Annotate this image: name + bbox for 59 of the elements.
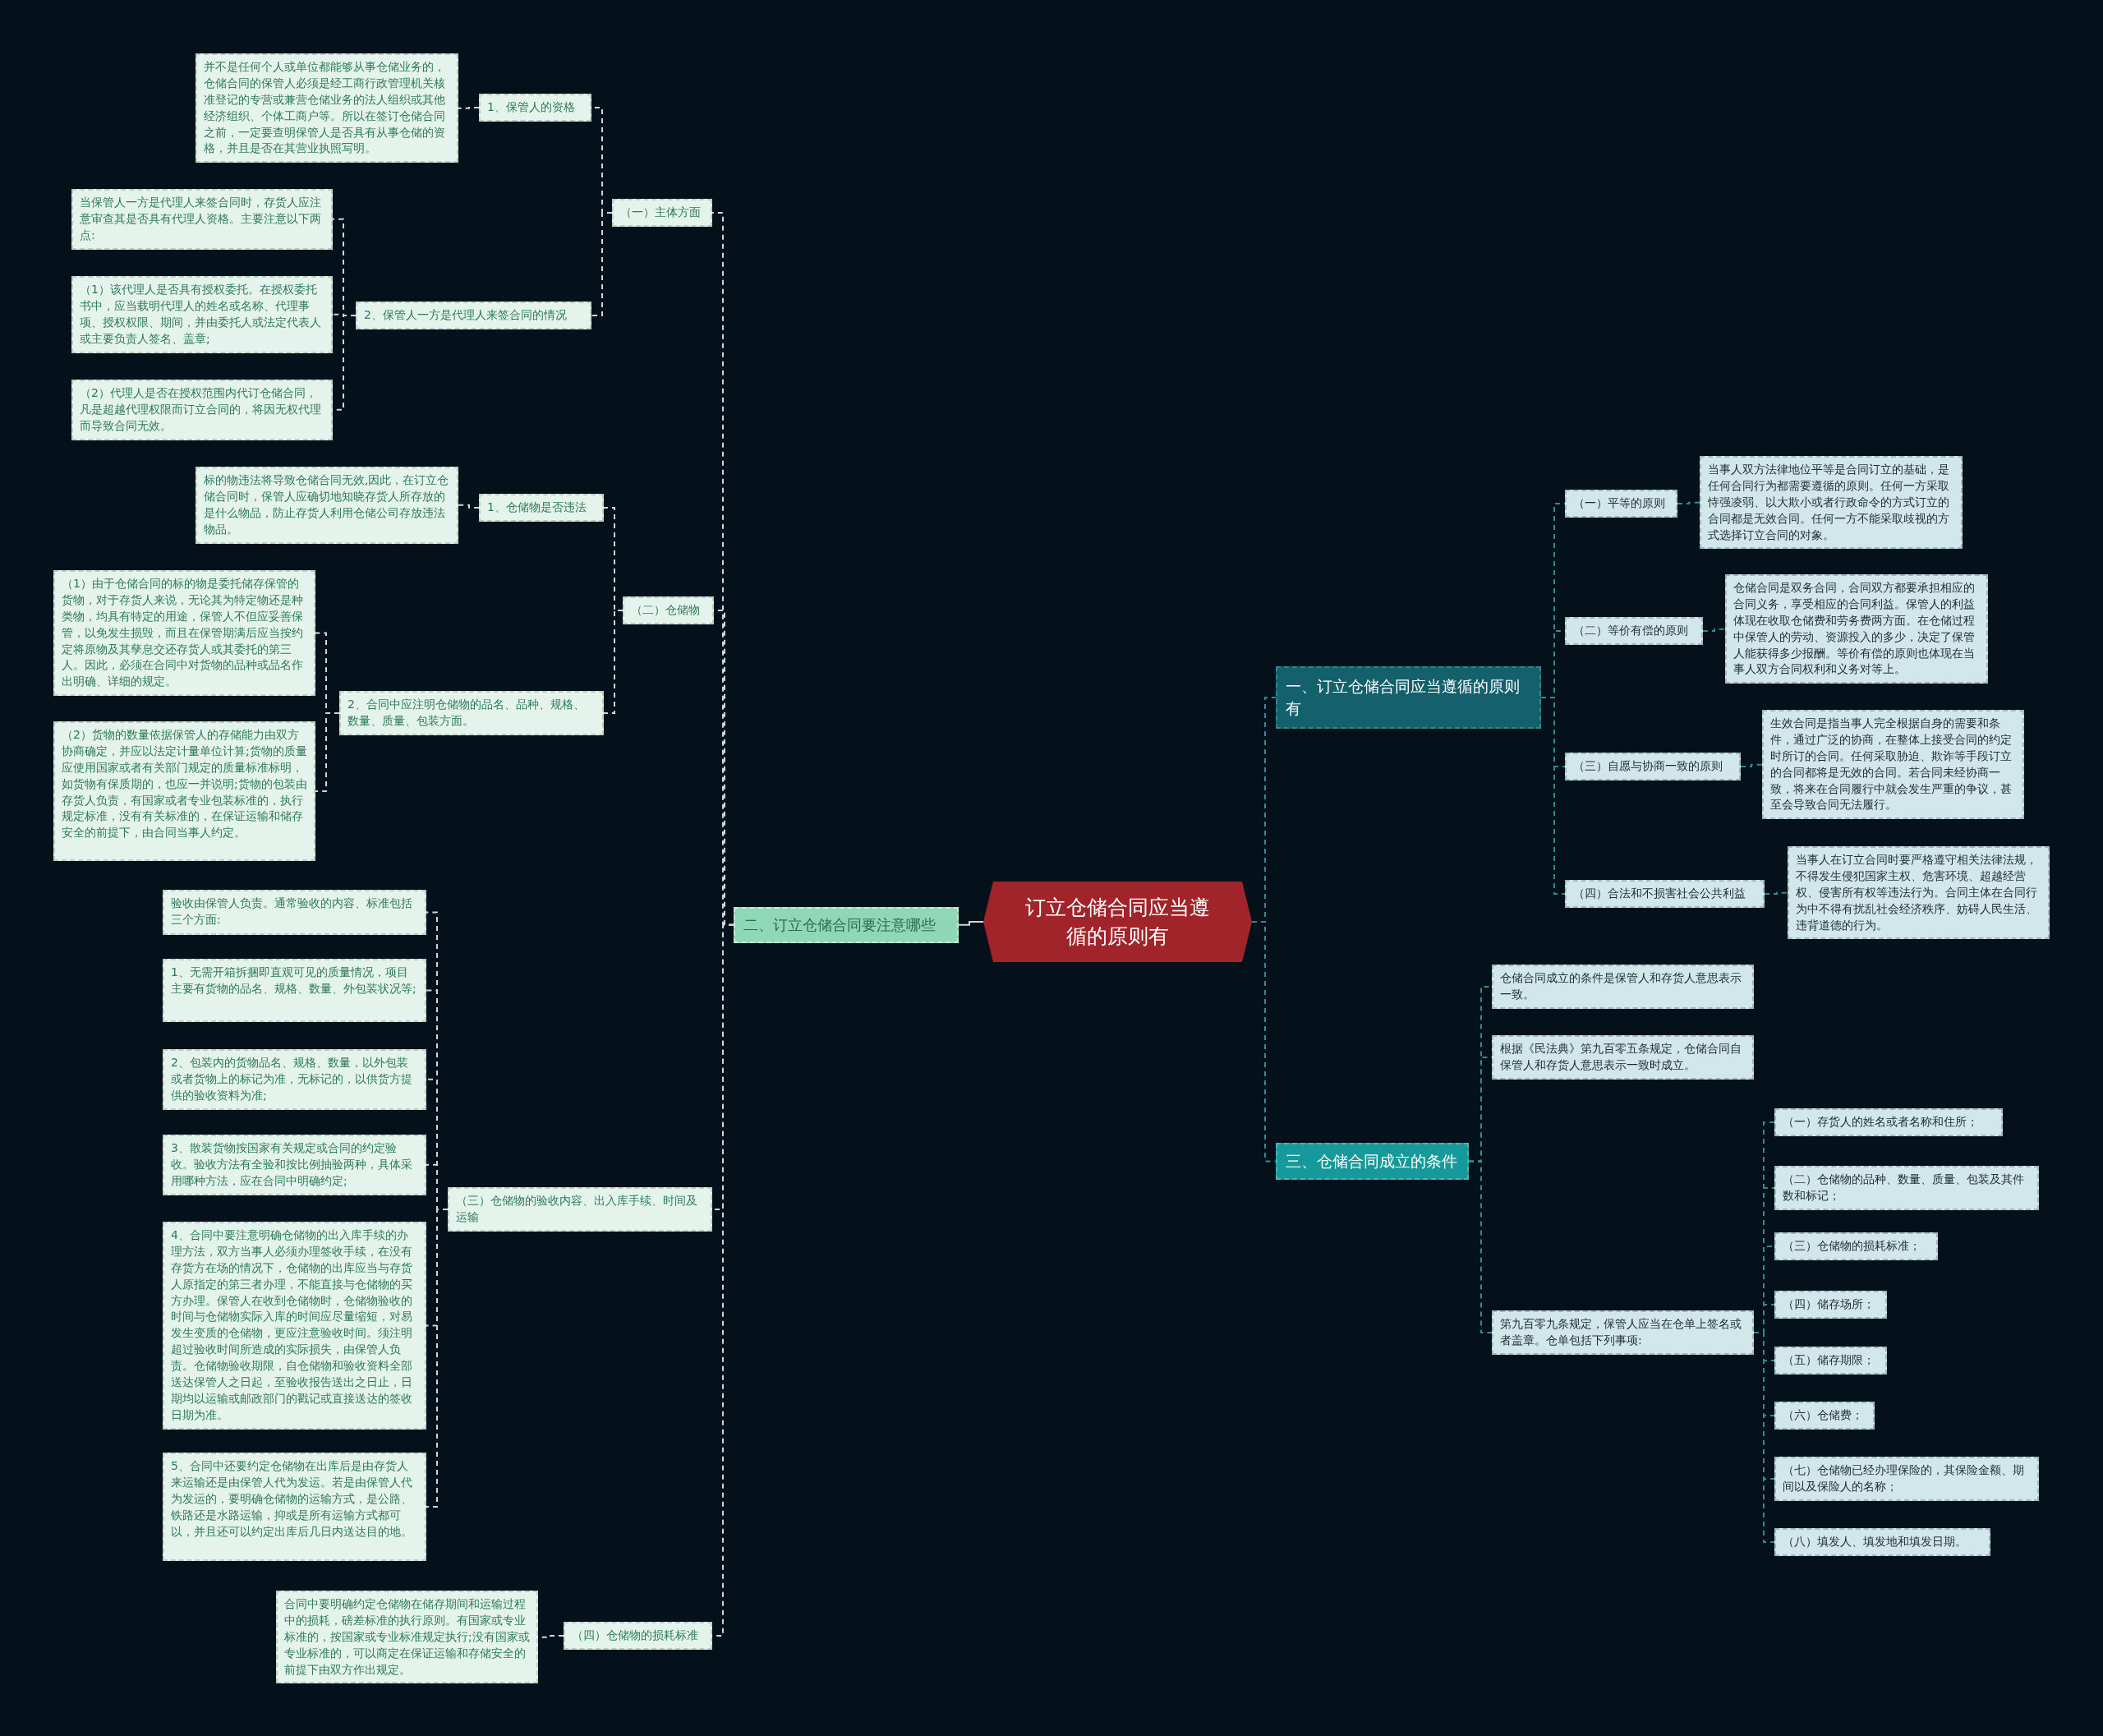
topic-box: （三）仓储物的损耗标准； <box>1774 1232 1938 1260</box>
topic-box: （1）由于仓储合同的标的物是委托储存保管的货物，对于存货人来说，无论其为特定物还是种类物，均具有特定的用途，保管人不但应妥善保管，以免发生损毁，而且在保管期满后应当按约定将原物及其孳息交还存货人或其委托的第三人。因此，必须在合同中对货物的品种或品名作出明确、详细的规定。 <box>53 570 315 697</box>
topic-box: （四）合法和不损害社会公共利益 <box>1565 880 1765 908</box>
connector-line <box>315 711 340 792</box>
topic-box: 仓储合同成立的条件是保管人和存货人意思表示一致。 <box>1492 965 1754 1009</box>
topic-box: 合同中要明确约定仓储物在储存期间和运输过程中的损耗，磅差标准的执行原则。有国家或专业标准的，按国家或专业标准规定执行;没有国家或专业标准的，可以商定在保证运输和存储安全的前提下由双方作出规定。 <box>276 1591 538 1684</box>
topic-box: 当事人双方法律地位平等是合同订立的基础，是任何合同行为都需要遵循的原则。任何一方采取恃强凌弱、以大欺小或者行政命令的方式订立的合同都是无效合同。任何一方不能采取歧视的方式选择订立合同的对象。 <box>1700 456 1963 550</box>
topic-box: （一）存货人的姓名或者名称和住所； <box>1774 1108 2003 1136</box>
topic-box: 当保管人一方是代理人来签合同时，存货人应注意审查其是否具有代理人资格。主要注意以下两点: <box>71 189 333 250</box>
connector-line <box>1540 696 1566 895</box>
topic-box: 2、包装内的货物品名、规格、数量，以外包装或者货物上的标记为准，无标记的，以供货方提供的验收资料为准; <box>163 1049 426 1110</box>
topic-box: （六）仓储费； <box>1774 1402 1875 1430</box>
topic-box: 4、合同中要注意明确仓储物的出入库手续的办理方法，双方当事人必须办理签收手续，在没有存货方在场的情况下，仓储物的出库应当与存货人原指定的第三者办理，不能直接与仓储物的买方办理。保管人在收到仓储物时，仓储物验收的时间与仓储物实际入库的时间应尽量缩短，对易发生变质的仓储物，更应注意验收时间。须注明超过验收时间所造成的实际损失，由保管人负责。仓储物验收期限，自仓储物和验收资料全部送达保管人之日起，至验收报告送出之日止，日期均以运输或邮政部门的戳记或直接送达的签收日期为准。 <box>163 1222 426 1430</box>
topic-box: 1、保管人的资格 <box>479 94 591 122</box>
connector-line <box>1753 1332 1775 1543</box>
connector-line <box>1764 891 1788 895</box>
topic-box: 2、保管人一方是代理人来签合同的情况 <box>356 302 591 329</box>
topic-box: 仓储合同是双务合同，合同双方都要承担相应的合同义务，享受相应的合同利益。保管人的利益体现在收取仓储费和劳务费两方面。在仓储过程中保管人的劳动、资源投入的多少，决定了保管人能获得多少报酬。等价有偿的原则也体现在当事人双方合同权利和义务对等上。 <box>1725 574 1988 684</box>
connector-line <box>1468 1160 1493 1333</box>
topic-box: （七）仓储物已经办理保险的，其保险金额、期间以及保险人的名称； <box>1774 1457 2039 1501</box>
connector-line <box>603 609 624 714</box>
topic-box: 5、合同中还要约定仓储物在出库后是由存货人来运输还是由保管人代为发运。若是由保管人代为发运的，要明确仓储物的运输方式，是公路、铁路还是水路运输，抑或是所有运输方式都可以，并且还可以约定出库后几日内送达目的地。 <box>163 1453 426 1561</box>
topic-box: （二）仓储物 <box>623 596 714 624</box>
branch-topic-box: 一、订立仓储合同应当遵循的原则有 <box>1276 666 1541 729</box>
topic-box: 当事人在订立合同时要严格遵守相关法律法规，不得发生侵犯国家主权、危害环境、超越经营权、侵害所有权等违法行为。合同主体在合同行为中不得有扰乱社会经济秩序、妨碍人民生活、违背道德的行为。 <box>1788 846 2050 940</box>
topic-box: 1、仓储物是否违法 <box>479 494 604 522</box>
connector-line <box>591 211 613 316</box>
connector-line <box>1677 501 1700 504</box>
topic-box: 验收由保管人负责。通常验收的内容、标准包括三个方面: <box>163 890 426 935</box>
topic-box: （一）平等的原则 <box>1565 490 1677 518</box>
connector-line <box>958 921 984 926</box>
topic-box: （2）货物的数量依据保管人的存储能力由双方协商确定，并应以法定计量单位计算;货物的质量应使用国家或者有关部门规定的质量标准标明，如货物有保质期的，也应一并说明;货物的包装由存货人负责，有国家或者专业包装标准的，执行规定标准，没有有关标准的，在保证运输和储存安全的前提下，由合同当事人约定。 <box>53 721 315 861</box>
connector-line <box>458 504 480 509</box>
connector-line <box>1740 763 1763 767</box>
topic-box: （三）自愿与协商一致的原则 <box>1565 753 1741 781</box>
topic-box: （四）储存场所； <box>1774 1291 1887 1319</box>
topic-box: （一）主体方面 <box>612 199 712 227</box>
topic-box: （2）代理人是否在授权范围内代订仓储合同，凡是超越代理权限而订立合同的，将因无权代理而导致合同无效。 <box>71 380 333 440</box>
central-topic-hexagon: 订立仓储合同应当遵循的原则有 <box>983 882 1252 962</box>
branch-topic-box: 三、仓储合同成立的条件 <box>1276 1143 1469 1180</box>
topic-box: （二）仓储物的品种、数量、质量、包装及其件数和标记； <box>1774 1166 2039 1210</box>
topic-box: 1、无需开箱拆捆即直观可见的质量情况，项目主要有货物的品名、规格、数量、外包装状况等; <box>163 959 426 1022</box>
connector-line <box>458 107 480 109</box>
topic-box: 标的物违法将导致仓储合同无效,因此，在订立仓储合同时，保管人应确切地知晓存货人所存放的是什么物品，防止存货人利用仓储公司存放违法物品。 <box>196 467 458 544</box>
topic-box: 第九百零九条规定，保管人应当在仓单上签名或者盖章。仓单包括下列事项: <box>1492 1310 1754 1355</box>
topic-box: （三）仓储物的验收内容、出入库手续、时间及运输 <box>448 1187 712 1232</box>
topic-box: 3、散装货物按国家有关规定或合同的约定验收。验收方法有全验和按比例抽验两种，具体采用哪种方法，应在合同中明确约定; <box>163 1135 426 1195</box>
topic-box: （八）填发人、填发地和填发日期。 <box>1774 1528 1990 1556</box>
connector-line <box>1702 628 1726 632</box>
topic-box: 并不是任何个人或单位都能够从事仓储业务的，仓储合同的保管人必须是经工商行政管理机关核准登记的专营或兼营仓储业务的法人组织或其他经济组织、个体工商户等。所以在签订仓储合同之前，一定要查明保管人是否具有从事仓储的资格，并且是否在其营业执照写明。 <box>196 53 458 163</box>
topic-box: （1）该代理人是否具有授权委托。在授权委托书中，应当载明代理人的姓名或名称、代理事项、授权权限、期间，并由委托人或法定代表人或主要负责人签名、盖章; <box>71 276 333 353</box>
branch-topic-box: 二、订立仓储合同要注意哪些 <box>734 907 959 943</box>
topic-box: 2、合同中应注明仓储物的品名、品种、规格、数量、质量、包装方面。 <box>339 691 604 735</box>
topic-box: （二）等价有偿的原则 <box>1565 617 1703 645</box>
connector-line <box>1251 921 1277 1163</box>
topic-box: 根据《民法典》第九百零五条规定，仓储合同自保管人和存货人意思表示一致时成立。 <box>1492 1035 1754 1080</box>
topic-box: 生效合同是指当事人完全根据自身的需要和条件，通过广泛的协商，在整体上接受合同的约定时所订的合同。任何采取胁迫、欺诈等手段订立的合同都将是无效的合同。若合同未经协商一致，将来在合同履行中就会发生严重的争议，甚至会导致合同无法履行。 <box>1762 710 2024 820</box>
topic-box: （四）仓储物的损耗标准 <box>564 1622 712 1650</box>
topic-box: （五）储存期限； <box>1774 1347 1887 1375</box>
